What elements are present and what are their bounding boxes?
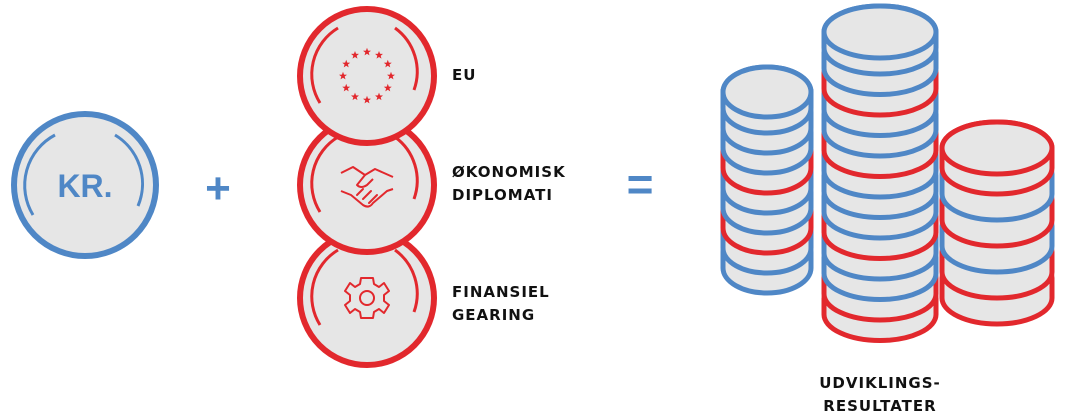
eu-star: [351, 92, 359, 101]
eu-star: [375, 51, 383, 59]
development-results-label: UDVIKLINGS- RESULTATER: [805, 372, 955, 418]
eu-star: [363, 95, 371, 104]
development-results-line-2: RESULTATER: [823, 397, 937, 415]
financial-leverage-line-1: FINANSIEL: [452, 283, 550, 301]
eu-star: [375, 92, 383, 101]
eu-star: [363, 47, 371, 56]
economic-diplomacy-line-2: DIPLOMATI: [452, 186, 553, 204]
development-results-line-1: UDVIKLINGS-: [819, 374, 941, 392]
eu-star: [339, 71, 347, 80]
stack-top-coin: [939, 119, 1055, 177]
eu-star: [342, 83, 351, 92]
eu-star: [383, 59, 392, 68]
plus-sign: +: [205, 164, 231, 213]
kr-coin: KR.: [11, 111, 159, 259]
left-stack: [720, 64, 814, 296]
eu-star: [383, 83, 392, 92]
handshake-icon: [340, 166, 394, 208]
eu-star: [342, 59, 351, 68]
right-stack: [939, 119, 1055, 327]
middle-stack: [821, 3, 939, 343]
equals-sign: =: [627, 158, 654, 210]
stack-top-coin: [821, 3, 939, 61]
eu-stars-icon: [339, 47, 395, 104]
eu-star: [387, 71, 395, 80]
eu-coin: [297, 6, 437, 146]
eu-label-line: EU: [452, 66, 477, 84]
economic-diplomacy-label: ØKONOMISK DIPLOMATI: [452, 161, 566, 207]
economic-diplomacy-line-1: ØKONOMISK: [452, 163, 566, 181]
stack-top-coin: [720, 64, 814, 120]
financial-leverage-line-2: GEARING: [452, 306, 536, 324]
eu-star: [351, 51, 359, 59]
eu-label: EU: [452, 64, 476, 87]
coin-stacks: [720, 3, 1055, 343]
kr-coin-label: KR.: [57, 168, 112, 204]
financial-leverage-label: FINANSIEL GEARING: [452, 281, 550, 327]
gear-icon: [344, 277, 390, 319]
